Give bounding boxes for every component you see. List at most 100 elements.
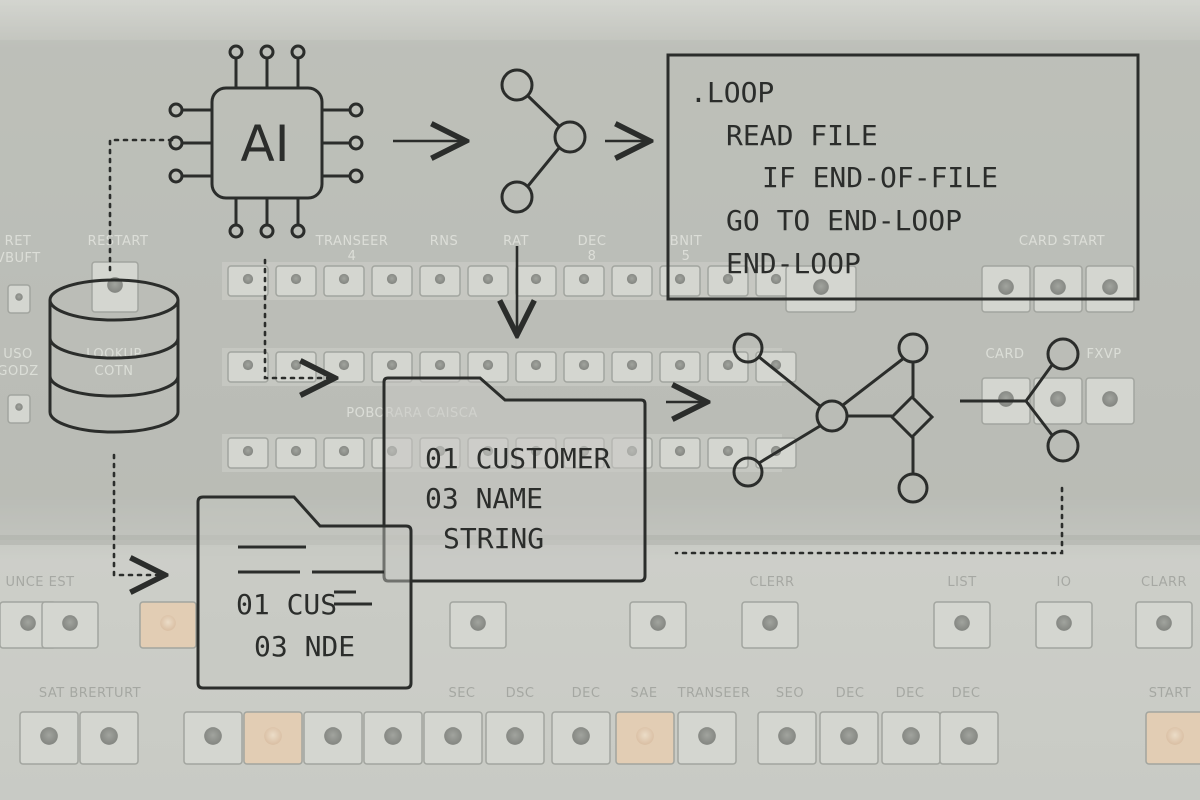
console-label: SAT BRERTURT bbox=[39, 686, 141, 701]
console-lamp bbox=[840, 727, 858, 745]
network-graph-icon bbox=[732, 332, 935, 504]
console-label: RET bbox=[5, 234, 32, 249]
console-label: 4 bbox=[348, 249, 357, 264]
ai-chip-label: AI bbox=[241, 115, 290, 173]
console-label: DEC bbox=[952, 686, 981, 701]
console-lamp bbox=[813, 279, 829, 295]
console-lamp bbox=[290, 359, 302, 371]
console-lamp bbox=[242, 445, 254, 457]
console-label: RESTART bbox=[88, 234, 149, 249]
console-label: DEC bbox=[836, 686, 865, 701]
console-label: START bbox=[1149, 686, 1192, 701]
split-node-icon bbox=[960, 337, 1080, 463]
console-lamp bbox=[722, 445, 734, 457]
code-line: READ FILE bbox=[726, 119, 878, 152]
console-label: CLERR bbox=[749, 575, 794, 590]
console-lamp bbox=[324, 727, 342, 745]
console-lamp bbox=[40, 727, 58, 745]
console-lamp bbox=[960, 727, 978, 745]
console-lamp bbox=[722, 359, 734, 371]
console-lamp bbox=[506, 727, 524, 745]
console-lamp bbox=[674, 359, 686, 371]
console-lamp bbox=[722, 273, 734, 285]
code-line: GO TO END-LOOP bbox=[726, 204, 962, 237]
folder-line: 03 NAME bbox=[425, 482, 543, 515]
console-lamp bbox=[482, 273, 494, 285]
console-label: 8 bbox=[588, 249, 597, 264]
console-lamp bbox=[572, 727, 590, 745]
console-label: FXVP bbox=[1086, 347, 1121, 362]
console-lamp bbox=[650, 615, 666, 631]
console-lamp bbox=[242, 273, 254, 285]
console-lamp bbox=[530, 273, 542, 285]
console-lamp bbox=[434, 359, 446, 371]
console-lamp bbox=[998, 391, 1014, 407]
console-label: RAT bbox=[503, 234, 529, 249]
console-label: 5 bbox=[682, 249, 691, 264]
console-label: DEC bbox=[572, 686, 601, 701]
console-lamp bbox=[1056, 615, 1072, 631]
console-lamp bbox=[1102, 391, 1118, 407]
console-lamp bbox=[954, 615, 970, 631]
console-lamp bbox=[674, 445, 686, 457]
console-lamp bbox=[636, 727, 654, 745]
code-line: IF END-OF-FILE bbox=[762, 161, 998, 194]
folder-line: 01 CUSTOMER bbox=[425, 442, 611, 475]
console-lamp bbox=[1166, 727, 1184, 745]
console-label: TRANSEER bbox=[677, 686, 751, 701]
console-lamp bbox=[20, 615, 36, 631]
console-lamp bbox=[444, 727, 462, 745]
console-lamp bbox=[15, 293, 23, 301]
console-lamp bbox=[578, 273, 590, 285]
console-lamp bbox=[1102, 279, 1118, 295]
console-label: IO bbox=[1056, 575, 1071, 590]
code-lines: .LOOP READ FILE IF END-OF-FILE GO TO END… bbox=[690, 76, 998, 280]
console-label: COTN bbox=[95, 364, 134, 379]
console-lamp bbox=[1156, 615, 1172, 631]
folder-front-lines: 01 CUS 03 NDE bbox=[236, 588, 355, 663]
console-lamp bbox=[578, 359, 590, 371]
merge-node-icon bbox=[500, 68, 587, 214]
console-lamp bbox=[1050, 391, 1066, 407]
console-label: TRANSEER bbox=[315, 234, 389, 249]
console-label: LIST bbox=[947, 575, 976, 590]
console-lamp bbox=[762, 615, 778, 631]
console-label: DEC bbox=[896, 686, 925, 701]
console-lamp bbox=[264, 727, 282, 745]
console-lamp bbox=[100, 727, 118, 745]
console-label: RNS bbox=[430, 234, 459, 249]
console-lamp bbox=[674, 273, 686, 285]
console-lamp bbox=[778, 727, 796, 745]
database-icon bbox=[48, 278, 180, 434]
console-lamp bbox=[384, 727, 402, 745]
console-label: BNIT bbox=[670, 234, 702, 249]
console-label: CLARR bbox=[1141, 575, 1187, 590]
console-lamp bbox=[386, 359, 398, 371]
console-lamp bbox=[470, 615, 486, 631]
code-line: END-LOOP bbox=[726, 247, 861, 280]
console-lamp bbox=[626, 273, 638, 285]
console-lamp bbox=[15, 403, 23, 411]
flow-arrows bbox=[393, 141, 707, 402]
console-lamp bbox=[62, 615, 78, 631]
console-label: SEC bbox=[448, 686, 475, 701]
folder-line: 01 CUS bbox=[236, 588, 337, 621]
console-lamp bbox=[698, 727, 716, 745]
console-lamp bbox=[338, 359, 350, 371]
console-label: USO bbox=[3, 347, 33, 362]
console-lamp bbox=[290, 273, 302, 285]
folder-line: 03 NDE bbox=[254, 630, 355, 663]
folder-back-lines: 01 CUSTOMER 03 NAME STRING bbox=[425, 442, 611, 555]
code-box bbox=[666, 53, 1140, 301]
console-lamp bbox=[338, 273, 350, 285]
console-lamp bbox=[204, 727, 222, 745]
console-lamp bbox=[386, 273, 398, 285]
console-lamp bbox=[1050, 279, 1066, 295]
console-label: CARD START bbox=[1019, 234, 1105, 249]
console-lamp bbox=[338, 445, 350, 457]
console-label: DEC bbox=[578, 234, 607, 249]
console-lamp bbox=[160, 615, 176, 631]
ai-chip-icon bbox=[168, 44, 364, 239]
